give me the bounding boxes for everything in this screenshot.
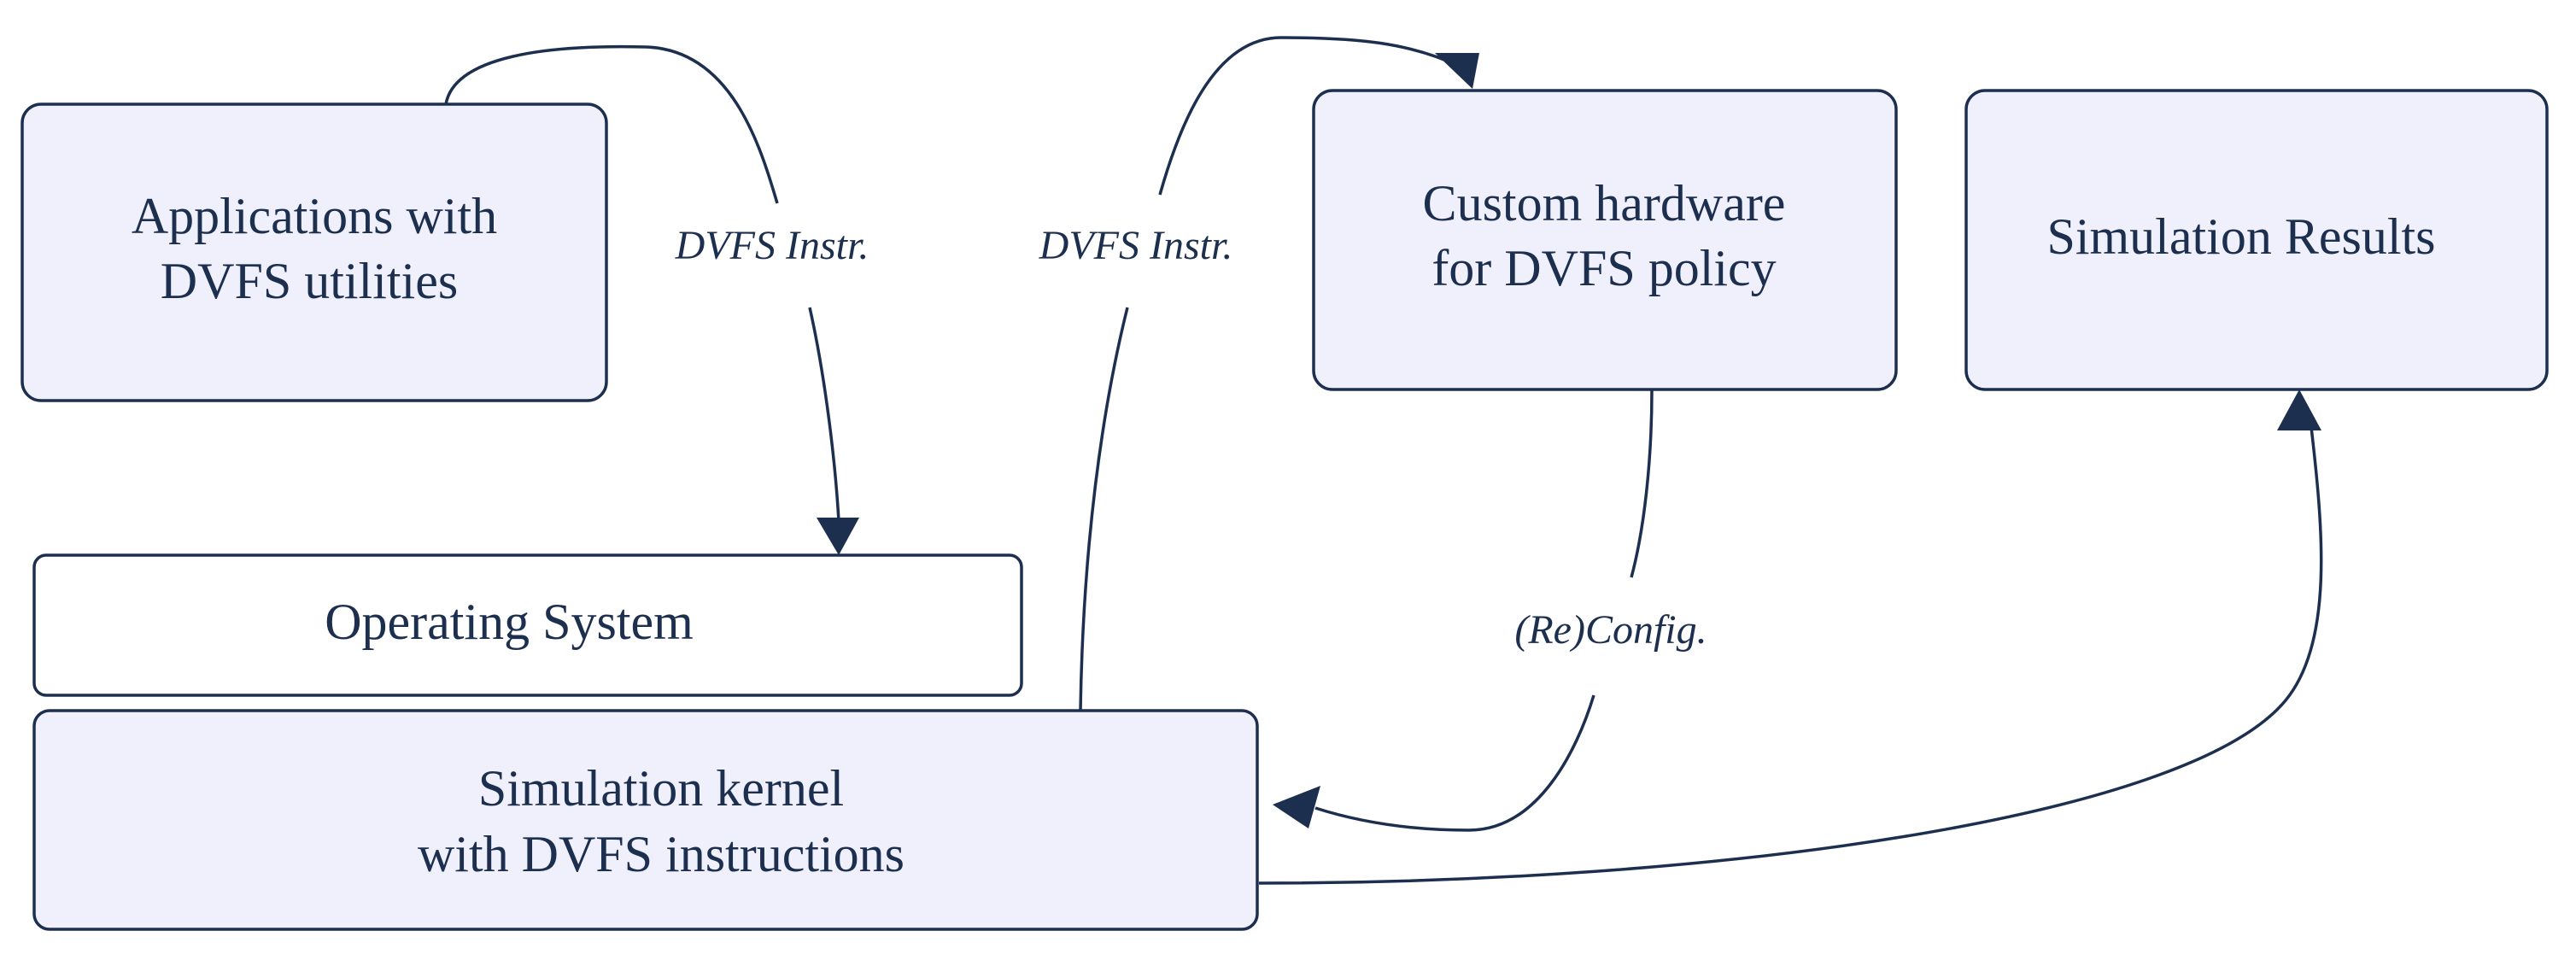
edge-apps-to-os xyxy=(444,44,840,522)
node-applications-box xyxy=(20,102,608,402)
arrowhead-kernel xyxy=(1273,786,1320,828)
node-kernel-box xyxy=(32,709,1259,931)
node-results-label: Simulation Results xyxy=(2046,208,2435,265)
node-custom-hw-line2: for DVFS policy xyxy=(1431,240,1776,296)
node-custom-hw-line1: Custom hardware xyxy=(1423,175,1786,231)
edge-label-kernel-to-hw: DVFS Instr. xyxy=(1039,223,1233,268)
edge-kernel-to-hw xyxy=(1079,36,1461,711)
arrowhead-os xyxy=(817,518,859,555)
node-os-box xyxy=(32,553,1023,697)
edge-hw-to-kernel xyxy=(1314,389,1654,832)
node-results-box xyxy=(1964,89,2549,391)
node-simulation-kernel: Simulation kernel with DVFS instructions xyxy=(32,709,1259,931)
node-applications: Applications with DVFS utilities xyxy=(20,102,608,402)
arrowhead-hw xyxy=(1435,53,1479,89)
node-kernel-line2: with DVFS instructions xyxy=(418,826,905,882)
node-os-label: Operating System xyxy=(325,594,694,650)
edge-label-hw-to-kernel: (Re)Config. xyxy=(1514,607,1707,653)
node-kernel-line1: Simulation kernel xyxy=(478,760,844,817)
node-applications-line1: Applications with xyxy=(132,188,497,244)
arrowhead-results xyxy=(2277,389,2321,430)
edge-label-apps-to-os: DVFS Instr. xyxy=(675,223,869,268)
node-applications-line2: DVFS utilities xyxy=(161,253,458,309)
edge-kernel-to-results xyxy=(1258,426,2323,885)
node-custom-hardware: Custom hardware for DVFS policy xyxy=(1312,89,1898,391)
node-operating-system: Operating System xyxy=(32,553,1023,697)
node-simulation-results: Simulation Results xyxy=(1964,89,2549,391)
node-custom-hw-box xyxy=(1312,89,1898,391)
